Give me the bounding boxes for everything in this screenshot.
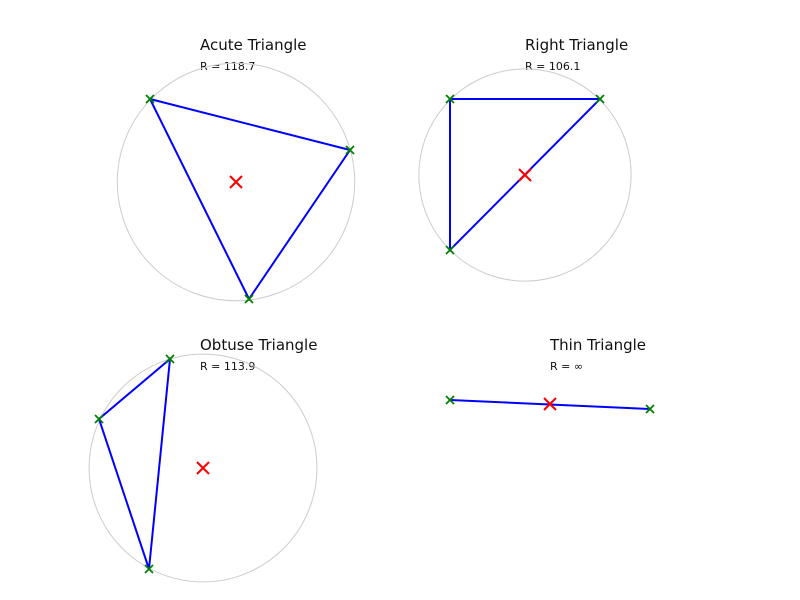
panel-title: Acute Triangle [200, 36, 307, 54]
vertex-marker [445, 395, 455, 405]
vertex-marker [145, 94, 155, 104]
panel-title: Right Triangle [525, 36, 628, 54]
circumcenter-marker [518, 168, 532, 182]
circumcircle [88, 353, 318, 583]
circumcenter-marker [543, 397, 557, 411]
circumradius-label: R = ∞ [550, 360, 583, 373]
vertex-marker [244, 294, 254, 304]
circumcircle [418, 68, 632, 282]
vertex-marker [445, 94, 455, 104]
vertex-marker [595, 94, 605, 104]
circumcircle [116, 62, 356, 302]
triangle-outline [97, 356, 172, 570]
vertex-marker [345, 145, 355, 155]
vertex-marker [165, 354, 175, 364]
triangle-outline [148, 97, 352, 301]
panel-title: Obtuse Triangle [200, 336, 317, 354]
vertex-marker [645, 404, 655, 414]
vertex-marker [445, 245, 455, 255]
vertex-marker [144, 564, 154, 574]
circumradius-label: R = 113.9 [200, 360, 255, 373]
vertex-marker [94, 414, 104, 424]
panel-right: Right Triangle R = 106.1 [418, 36, 632, 282]
panel-thin: Thin Triangle R = ∞ [445, 336, 655, 414]
panel-acute: Acute Triangle R = 118.7 [116, 36, 356, 304]
circumcenter-marker [229, 175, 243, 189]
panel-title: Thin Triangle [549, 336, 646, 354]
panel-obtuse: Obtuse Triangle R = 113.9 [88, 336, 318, 583]
circumradius-label: R = 106.1 [525, 60, 580, 73]
circumcenter-marker [196, 461, 210, 475]
